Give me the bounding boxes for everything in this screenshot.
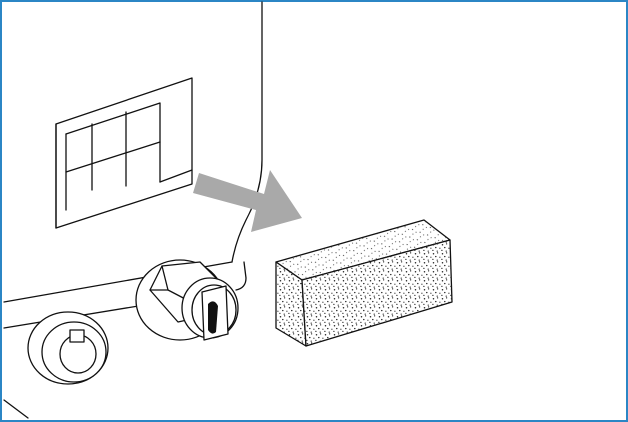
housing-bottom-edge xyxy=(3,399,29,419)
filter-left-texture xyxy=(276,262,306,346)
knob-slot xyxy=(208,301,218,334)
arrow-right-down-icon xyxy=(193,170,302,232)
connector-key-notch xyxy=(69,329,85,343)
valve-knob xyxy=(135,259,247,341)
filter-front-texture xyxy=(302,240,452,346)
knob-cable xyxy=(235,261,247,291)
round-connector xyxy=(27,311,109,385)
foam-filter-block xyxy=(275,219,453,347)
housing-edge-line xyxy=(231,1,263,263)
filter-top-texture xyxy=(276,220,450,280)
slot-inner-step xyxy=(159,169,193,183)
slot-inner-back xyxy=(65,102,161,183)
arrow-shape xyxy=(193,170,302,232)
filter-slot xyxy=(55,77,193,229)
slot-inner-ledge xyxy=(65,141,161,173)
